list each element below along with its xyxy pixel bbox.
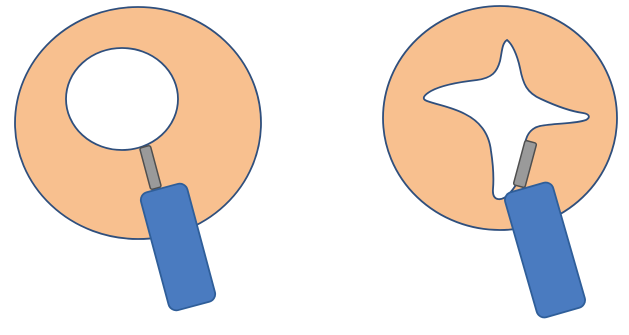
star-cavity-panel <box>383 6 617 319</box>
left-round-cavity <box>66 48 178 150</box>
round-cavity-panel <box>15 7 261 312</box>
